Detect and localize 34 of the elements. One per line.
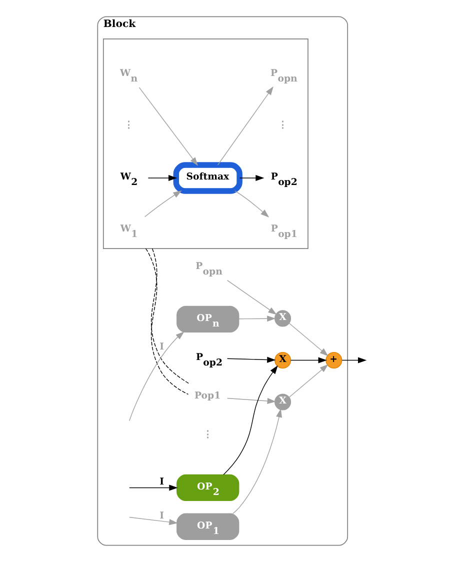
label: ⋮: [203, 430, 212, 441]
arrow: [238, 316, 276, 322]
arrow: [234, 190, 270, 218]
arrow: [288, 322, 328, 356]
arrow: [128, 332, 184, 422]
arrow: [218, 86, 274, 166]
edge-label: I: [160, 342, 164, 353]
edge-label: I: [160, 510, 164, 522]
edge-label: I: [160, 476, 164, 488]
label: ⋮: [278, 120, 288, 131]
arrow: [239, 174, 264, 182]
cluster: [102, 38, 308, 250]
arrow: [144, 190, 182, 218]
label: ⋮: [124, 120, 133, 131]
node-circle: X: [274, 352, 292, 369]
node-circle: +: [326, 352, 342, 369]
arrow: [148, 174, 178, 182]
arrow: [129, 484, 178, 491]
arrow: [129, 516, 178, 526]
node-text: Pop1: [194, 390, 221, 402]
arrow: [288, 364, 328, 398]
arrow: [290, 357, 327, 364]
arrow: [232, 408, 282, 514]
arrow: [223, 365, 278, 475]
arrow: [226, 398, 276, 404]
arrow: [226, 280, 277, 315]
arrow: [342, 357, 367, 364]
node-circle: X: [274, 310, 292, 327]
connector: [145, 248, 189, 395]
node-box: Softmax: [173, 162, 242, 194]
connector: [151, 248, 190, 384]
arrow: [226, 356, 276, 363]
arrow: [138, 87, 198, 166]
node-circle: X: [274, 394, 292, 410]
